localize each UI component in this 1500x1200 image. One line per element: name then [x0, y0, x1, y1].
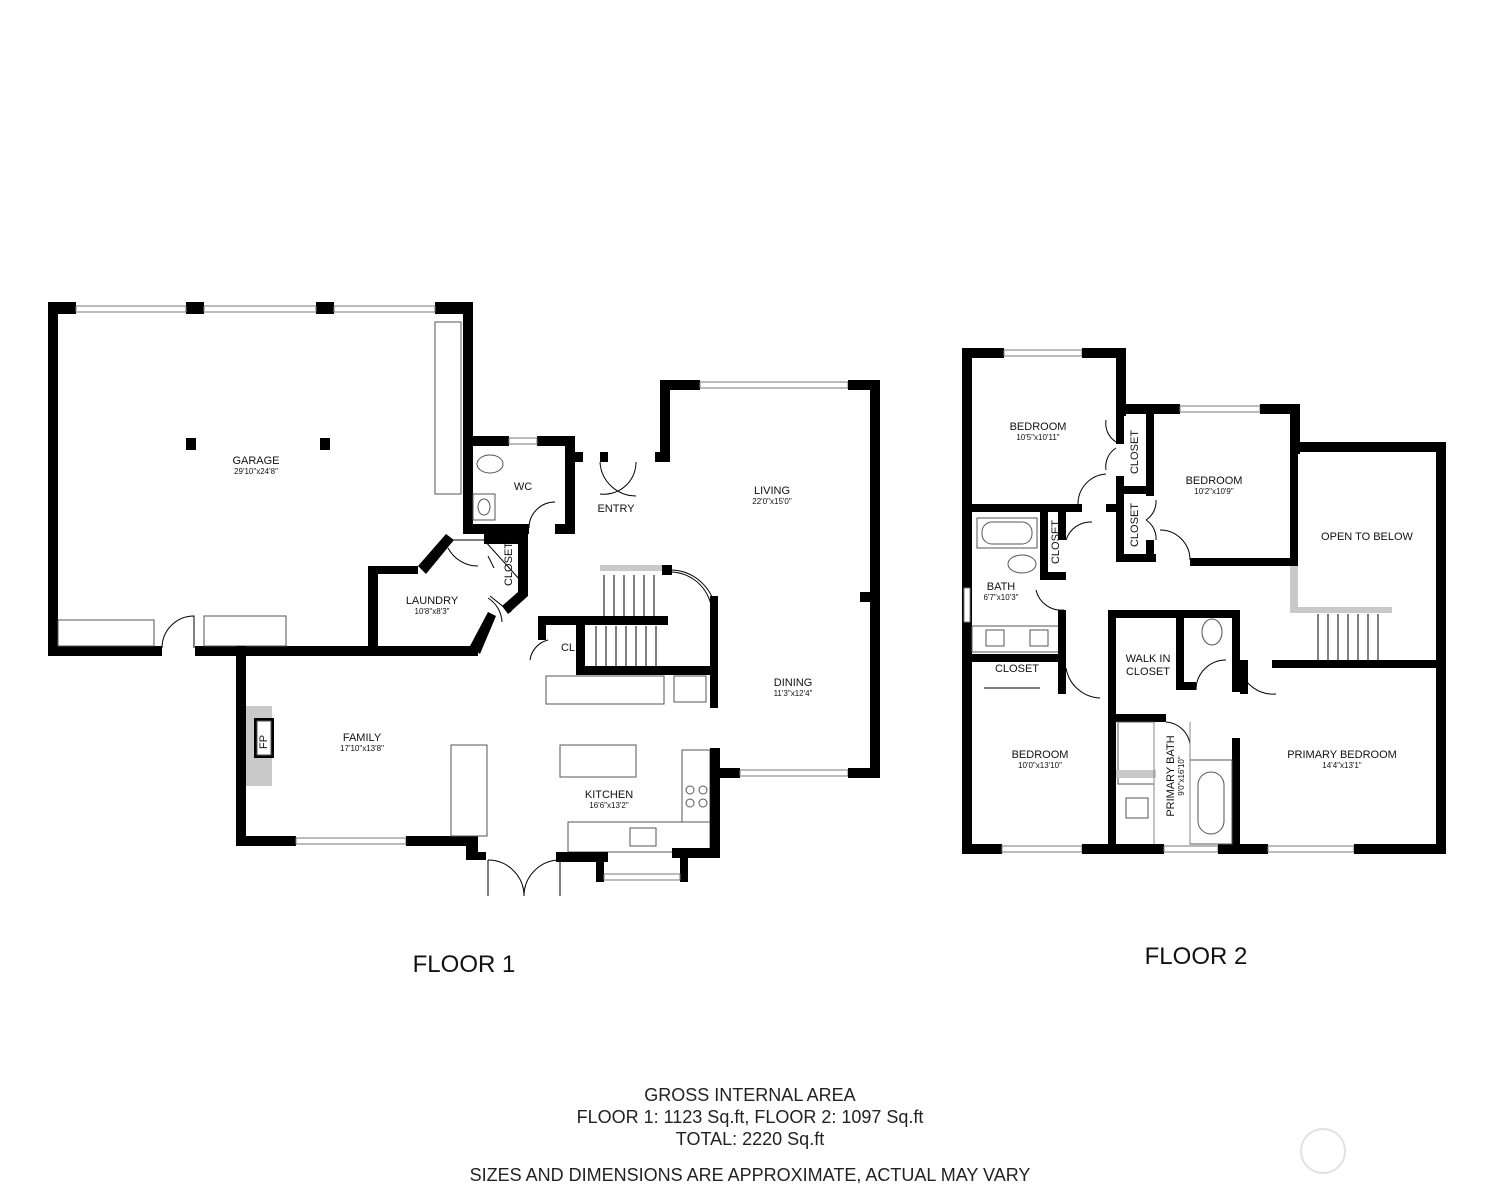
fireplace-label: FP [258, 735, 270, 749]
garage-dimensions: 29'10"x24'8" [234, 467, 278, 476]
bedroom-2-label: BEDROOM [1186, 475, 1243, 487]
bedroom-1-label: BEDROOM [1010, 421, 1067, 433]
floor-1-labels: GARAGE 29'10"x24'8" WC ENTRY LIVING 22'0… [232, 455, 812, 978]
floor-2-plan [962, 348, 1446, 854]
closet-2-label: CLOSET [1129, 503, 1141, 547]
bedroom-1-dimensions: 10'5"x10'11" [1016, 433, 1059, 442]
bath-label: BATH [987, 581, 1016, 593]
bedroom-3-dimensions: 10'0"x13'10" [1018, 761, 1062, 770]
walk-in-label: WALK IN [1126, 653, 1171, 665]
primary-bath-dimensions: 9'0"x16'10" [1177, 756, 1186, 796]
closet-label: CLOSET [503, 542, 515, 586]
open-to-below-label: OPEN TO BELOW [1321, 531, 1414, 543]
laundry-dimensions: 10'8"x8'3" [415, 607, 450, 616]
floor-2-labels: BEDROOM 10'5"x10'11" CLOSET BEDROOM 10'2… [984, 421, 1414, 970]
floor-areas: FLOOR 1: 1123 Sq.ft, FLOOR 2: 1097 Sq.ft [576, 1107, 924, 1127]
dining-dimensions: 11'3"x12'4" [774, 689, 813, 698]
garage-label: GARAGE [232, 455, 279, 467]
entry-label: ENTRY [597, 503, 635, 515]
living-dimensions: 22'0"x15'0" [752, 497, 792, 506]
cl-label: CL [561, 642, 575, 654]
bath-dimensions: 6'7"x10'3" [984, 593, 1019, 602]
closet-4-label: CLOSET [995, 663, 1039, 675]
floor-1-title: FLOOR 1 [413, 951, 516, 978]
watermark-icon [1300, 1128, 1346, 1174]
primary-bedroom-dimensions: 14'4"x13'1" [1322, 761, 1362, 770]
closet-3-label: CLOSET [1050, 520, 1062, 564]
disclaimer-text: SIZES AND DIMENSIONS ARE APPROXIMATE, AC… [469, 1165, 1031, 1185]
kitchen-dimensions: 16'6"x13'2" [589, 801, 629, 810]
primary-bedroom-label: PRIMARY BEDROOM [1287, 749, 1397, 761]
closet-1-label: CLOSET [1129, 430, 1141, 474]
total-area: TOTAL: 2220 Sq.ft [675, 1129, 825, 1149]
family-label: FAMILY [343, 732, 382, 744]
kitchen-label: KITCHEN [585, 789, 633, 801]
living-label: LIVING [754, 485, 790, 497]
wc-label: WC [514, 481, 532, 493]
family-dimensions: 17'10"x13'8" [340, 744, 384, 753]
bedroom-3-label: BEDROOM [1012, 749, 1069, 761]
laundry-label: LAUNDRY [406, 595, 459, 607]
gross-area-title: GROSS INTERNAL AREA [644, 1085, 856, 1105]
primary-bath-label: PRIMARY BATH [1165, 735, 1177, 816]
floor-1-plan [48, 302, 880, 897]
bedroom-2-dimensions: 10'2"x10'9" [1194, 487, 1234, 496]
dining-label: DINING [774, 677, 813, 689]
walk-in-closet-label: CLOSET [1126, 666, 1170, 678]
floor-2-title: FLOOR 2 [1145, 943, 1248, 970]
